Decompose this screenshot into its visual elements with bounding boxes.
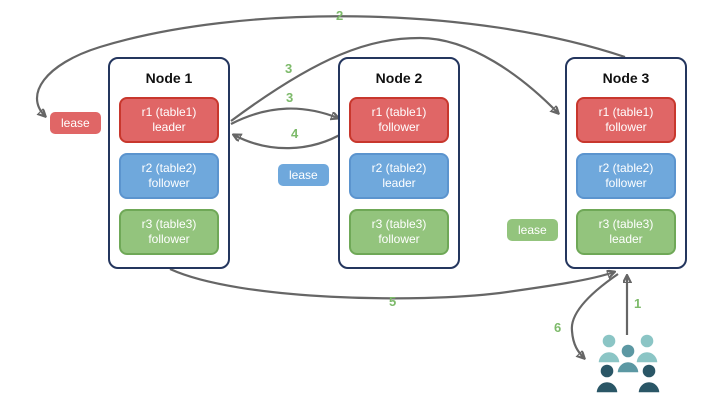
user-figure-dark-right: [637, 363, 661, 394]
replica-name: r1 (table1): [371, 105, 427, 119]
replica-name: r3 (table3): [598, 217, 654, 231]
lease-badge-table1: lease: [50, 112, 101, 134]
node3-replica-r3: r3 (table3) leader: [576, 209, 676, 255]
replica-name: r3 (table3): [141, 217, 197, 231]
step-label-3a: 3: [285, 61, 293, 76]
replica-name: r3 (table3): [371, 217, 427, 231]
node-title: Node 3: [602, 70, 650, 86]
arrow-step2-node3-to-lease1: [35, 15, 626, 116]
replica-role: follower: [148, 176, 190, 190]
node3-replica-r2: r2 (table2) follower: [576, 153, 676, 199]
replica-name: r2 (table2): [371, 161, 427, 175]
replica-role: follower: [378, 232, 420, 246]
replica-role: follower: [148, 232, 190, 246]
replica-role: follower: [378, 120, 420, 134]
node3-replica-r1: r1 (table1) follower: [576, 97, 676, 143]
step-label-6: 6: [554, 320, 562, 335]
node1-replica-r3: r3 (table3) follower: [119, 209, 219, 255]
replica-role: leader: [609, 232, 643, 246]
user-figure-dark-left: [596, 363, 619, 394]
arrow-step5-node1-to-node3: [169, 267, 614, 300]
arrow-step3-node1-to-node3: [230, 36, 558, 122]
lease-badge-table2: lease: [278, 164, 329, 186]
users-group-icon: [596, 333, 661, 394]
step-label-3b: 3: [286, 90, 294, 105]
step-label-4: 4: [291, 126, 299, 141]
user-figure-medium-center: [616, 343, 640, 374]
arrow-step6-node3-to-users: [570, 273, 619, 358]
replica-name: r1 (table1): [598, 105, 654, 119]
node-3: Node 3 r1 (table1) follower r2 (table2) …: [565, 57, 687, 269]
node1-replica-r2: r2 (table2) follower: [119, 153, 219, 199]
node2-replica-r2: r2 (table2) leader: [349, 153, 449, 199]
replica-role: follower: [605, 120, 647, 134]
user-figure-light-left: [597, 333, 621, 364]
replica-role: follower: [605, 176, 647, 190]
arrow-step4-node2-to-node1: [234, 131, 346, 150]
replica-name: r2 (table2): [141, 161, 197, 175]
node-2: Node 2 r1 (table1) follower r2 (table2) …: [338, 57, 460, 269]
step-label-5: 5: [389, 294, 397, 309]
node2-replica-r1: r1 (table1) follower: [349, 97, 449, 143]
replica-role: leader: [152, 120, 186, 134]
node-1: Node 1 r1 (table1) leader r2 (table2) fo…: [108, 57, 230, 269]
user-figure-light-right: [635, 333, 659, 364]
node2-replica-r3: r3 (table3) follower: [349, 209, 449, 255]
replica-role: leader: [382, 176, 416, 190]
step-label-2: 2: [336, 8, 344, 23]
replica-name: r1 (table1): [141, 105, 197, 119]
node-title: Node 1: [145, 70, 193, 86]
node-title: Node 2: [375, 70, 423, 86]
replica-name: r2 (table2): [598, 161, 654, 175]
step-label-1: 1: [634, 296, 642, 311]
lease-badge-table3: lease: [507, 219, 558, 241]
arrow-step3-node1-to-node2: [230, 107, 338, 125]
node1-replica-r1: r1 (table1) leader: [119, 97, 219, 143]
